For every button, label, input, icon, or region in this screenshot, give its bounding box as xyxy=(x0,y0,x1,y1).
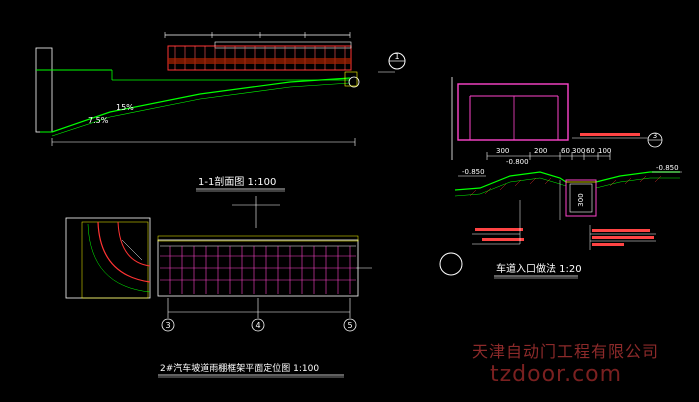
axis-label-5: 5 xyxy=(347,321,352,330)
detail-box-dim: 300 xyxy=(577,193,585,206)
axis-bubble-4 xyxy=(251,318,265,332)
axis-label-3: 3 xyxy=(165,321,170,330)
detail-dim-3: 60 xyxy=(561,147,570,155)
level-label-right: -0.850 xyxy=(656,164,679,172)
detail-view: 300 200 60 300 60 100 3 300 -0.850 xyxy=(439,77,682,279)
canopy-beam xyxy=(168,58,351,64)
canopy-roof xyxy=(214,41,352,49)
section-view: 1 15% 7.5% 1-1剖面图 1:100 xyxy=(35,32,406,192)
watermark-site: tzdoor.com xyxy=(490,362,623,387)
ramp-slab xyxy=(51,82,351,137)
section-node xyxy=(348,76,360,88)
detail-dim-6: 100 xyxy=(598,147,611,155)
slope-label-lower: 7.5% xyxy=(88,116,109,125)
canopy-grid-columns xyxy=(169,246,351,294)
detail-marker-circle xyxy=(439,252,463,276)
watermark-company: 天津自动门工程有限公司 xyxy=(472,342,660,361)
slope-label-upper: 15% xyxy=(116,103,134,112)
section-view-title: 1-1剖面图 1:100 xyxy=(198,175,276,188)
detail-soil-hatch xyxy=(469,175,662,197)
left-wall xyxy=(35,47,53,133)
detail-dim-4: 300 xyxy=(572,147,585,155)
detail-dim-2: 200 xyxy=(534,147,547,155)
detail-notes-left xyxy=(475,228,524,241)
axis-label-4: 4 xyxy=(255,321,260,330)
detail-view-title: 车道入口做法 1:20 xyxy=(496,262,582,275)
plan-view-title: 2#汽车坡道雨棚框架平面定位图 1:100 xyxy=(160,362,319,374)
detail-callout-number: 3 xyxy=(653,132,657,140)
curved-ramp-inner xyxy=(117,221,151,267)
ramp-surface xyxy=(51,77,351,133)
detail-dim-1: 300 xyxy=(496,147,509,155)
detail-ground-right xyxy=(595,171,680,183)
axis-bubble-5 xyxy=(343,318,357,332)
top-dimension-ticks xyxy=(164,32,351,38)
level-label-left: -0.850 xyxy=(462,168,485,176)
section-callout-number: 1 xyxy=(394,52,399,61)
detail-notes-right xyxy=(592,229,654,246)
level-label-mid: -0.800 xyxy=(506,158,529,166)
detail-canopy-frame xyxy=(457,83,569,141)
detail-dim-5: 60 xyxy=(586,147,595,155)
detail-drain-trench xyxy=(565,179,597,217)
curved-ramp-outer xyxy=(97,221,151,283)
detail-note-upper xyxy=(580,133,640,136)
detail-ground-left xyxy=(454,171,567,191)
axis-bubble-3 xyxy=(161,318,175,332)
plan-view: 3 4 5 2#汽车坡道雨棚框架平面定位图 1:100 xyxy=(65,196,372,378)
